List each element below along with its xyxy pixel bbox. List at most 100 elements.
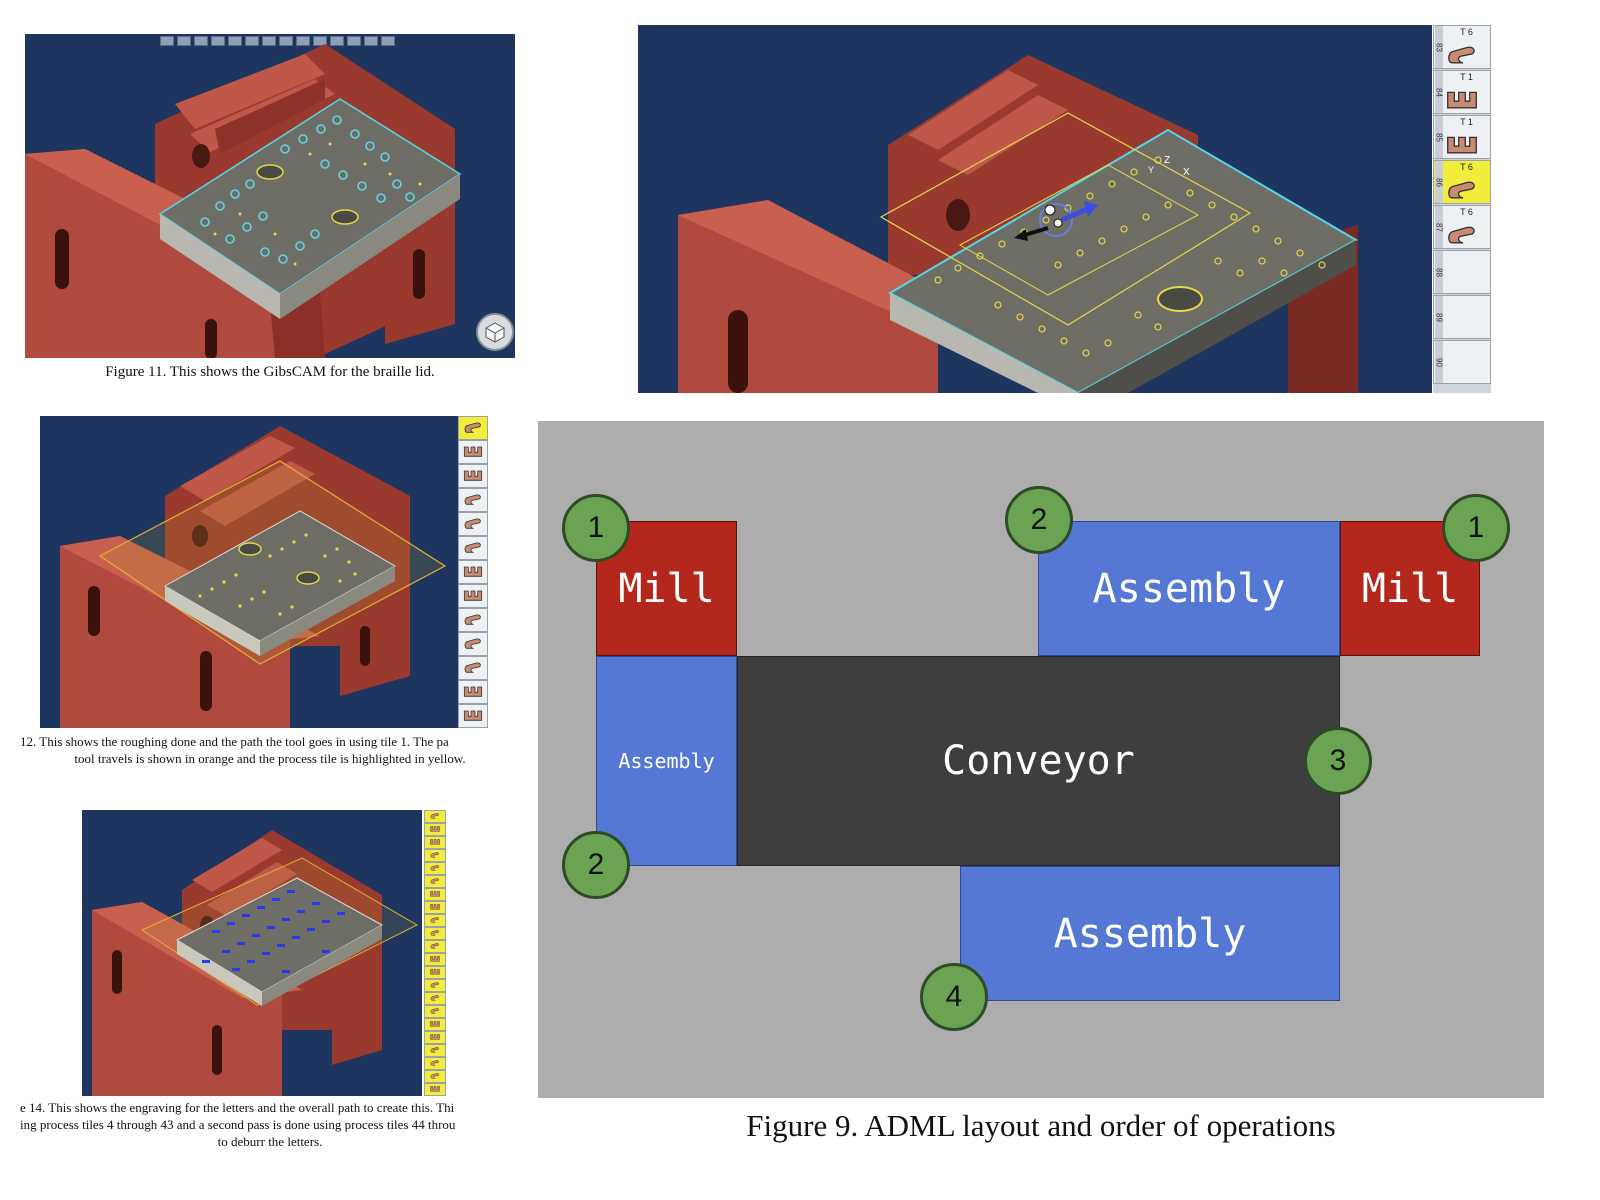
process-tile[interactable] bbox=[458, 680, 488, 704]
fig14-caption-line2: ing process tiles 4 through 43 and a sec… bbox=[20, 1117, 456, 1132]
pocket-tool-icon bbox=[463, 446, 483, 457]
fig14-process-tile-strip[interactable] bbox=[424, 810, 446, 1096]
contour-tool-icon bbox=[464, 518, 481, 529]
contour-tool-icon bbox=[464, 494, 481, 505]
contour-tool-icon bbox=[464, 662, 481, 673]
process-tile[interactable] bbox=[424, 992, 446, 1005]
contour-tool-icon bbox=[430, 995, 440, 1001]
process-tile[interactable] bbox=[458, 608, 488, 632]
process-tile[interactable] bbox=[424, 849, 446, 862]
pocket-tool-icon bbox=[430, 1034, 440, 1040]
fig-top-right-cad-model bbox=[678, 55, 1359, 393]
assembly-block-left[interactable]: Assembly bbox=[596, 656, 737, 866]
process-tile[interactable] bbox=[424, 1005, 446, 1018]
process-tile[interactable] bbox=[458, 488, 488, 512]
view-cube-widget[interactable] bbox=[476, 313, 514, 351]
pocket-tool-icon bbox=[430, 1021, 440, 1027]
fig11-viewport[interactable] bbox=[25, 34, 515, 358]
process-tile[interactable] bbox=[424, 953, 446, 966]
fig12-cad-model bbox=[60, 426, 447, 728]
contour-tool-icon bbox=[430, 917, 440, 923]
process-tile[interactable] bbox=[424, 1044, 446, 1057]
contour-tool-icon bbox=[1448, 46, 1475, 64]
contour-tool-icon bbox=[430, 982, 440, 988]
fig12-viewport[interactable] bbox=[40, 416, 458, 728]
conveyor-block-label: Conveyor bbox=[942, 738, 1135, 784]
process-tile[interactable] bbox=[458, 440, 488, 464]
process-tile[interactable] bbox=[424, 823, 446, 836]
pocket-tool-icon bbox=[430, 1086, 440, 1092]
fig11-toolbar[interactable] bbox=[160, 36, 395, 46]
pocket-tool-icon bbox=[430, 826, 440, 832]
process-tile[interactable] bbox=[424, 1018, 446, 1031]
pocket-tool-icon bbox=[463, 710, 483, 721]
process-tile[interactable]: 89 bbox=[1433, 295, 1491, 339]
process-tile[interactable] bbox=[458, 512, 488, 536]
process-tile[interactable] bbox=[424, 836, 446, 849]
process-tile[interactable] bbox=[424, 927, 446, 940]
process-tile-number: 83 bbox=[1435, 26, 1444, 68]
process-tile[interactable] bbox=[458, 464, 488, 488]
process-tile[interactable] bbox=[424, 979, 446, 992]
order-badge-mill-left: 1 bbox=[562, 494, 630, 562]
process-tile[interactable] bbox=[458, 656, 488, 680]
process-tile[interactable] bbox=[424, 810, 446, 823]
axis-label-x: X bbox=[1183, 167, 1190, 178]
process-tile[interactable] bbox=[458, 704, 488, 728]
process-tile[interactable] bbox=[458, 536, 488, 560]
pocket-tool-icon bbox=[1447, 136, 1477, 154]
contour-tool-icon bbox=[430, 1073, 440, 1079]
contour-tool-icon bbox=[464, 614, 481, 625]
pocket-tool-icon bbox=[430, 839, 440, 845]
process-tile-tool-label: T 6 bbox=[1460, 207, 1473, 217]
process-tile[interactable] bbox=[424, 1057, 446, 1070]
process-tile[interactable] bbox=[458, 416, 488, 440]
process-tile[interactable] bbox=[424, 966, 446, 979]
conveyor-block[interactable]: Conveyor bbox=[737, 656, 1340, 866]
fig9-caption: Figure 9. ADML layout and order of opera… bbox=[746, 1108, 1336, 1143]
process-tile[interactable] bbox=[424, 875, 446, 888]
axis-label-y: Y bbox=[1148, 165, 1155, 175]
process-tile[interactable]: 90 bbox=[1433, 340, 1491, 384]
process-tile[interactable] bbox=[458, 584, 488, 608]
contour-tool-icon bbox=[430, 1008, 440, 1014]
fig14-caption-line1: e 14. This shows the engraving for the l… bbox=[20, 1100, 455, 1115]
process-tile[interactable]: 88 bbox=[1433, 250, 1491, 294]
pocket-tool-icon bbox=[430, 891, 440, 897]
process-tile[interactable] bbox=[424, 1070, 446, 1083]
process-tile-number: 84 bbox=[1435, 71, 1444, 113]
process-tile[interactable] bbox=[424, 940, 446, 953]
process-tile[interactable]: 86 T 6 bbox=[1433, 160, 1491, 204]
process-tile[interactable] bbox=[424, 1031, 446, 1044]
assembly-block-top-label: Assembly bbox=[1092, 565, 1286, 612]
process-tile[interactable] bbox=[458, 632, 488, 656]
process-tile-tool-label: T 6 bbox=[1460, 162, 1473, 172]
pocket-tool-icon bbox=[430, 904, 440, 910]
order-badge-assembly-left: 2 bbox=[562, 831, 630, 899]
process-tile[interactable] bbox=[458, 560, 488, 584]
fig-top-right-viewport[interactable]: Z Y X bbox=[638, 25, 1432, 393]
assembly-block-bottom[interactable]: Assembly bbox=[960, 866, 1340, 1001]
mill-block-right-label: Mill bbox=[1361, 565, 1459, 612]
process-tile-tool-label: T 1 bbox=[1460, 117, 1473, 127]
contour-tool-icon bbox=[430, 930, 440, 936]
fig14-viewport[interactable] bbox=[82, 810, 422, 1096]
order-badge-assembly-bottom: 4 bbox=[920, 963, 988, 1031]
contour-tool-icon bbox=[430, 865, 440, 871]
order-badge-mill-right: 1 bbox=[1442, 494, 1510, 562]
assembly-block-top[interactable]: Assembly bbox=[1038, 521, 1340, 656]
contour-tool-icon bbox=[464, 422, 481, 433]
process-tile[interactable] bbox=[424, 862, 446, 875]
process-tile[interactable] bbox=[424, 888, 446, 901]
process-tile[interactable] bbox=[424, 901, 446, 914]
pocket-tool-icon bbox=[463, 590, 483, 601]
process-tile[interactable] bbox=[424, 914, 446, 927]
process-tile[interactable] bbox=[424, 1083, 446, 1096]
fig12-process-tile-strip[interactable] bbox=[458, 416, 488, 728]
process-tile-number: 86 bbox=[1435, 161, 1444, 203]
